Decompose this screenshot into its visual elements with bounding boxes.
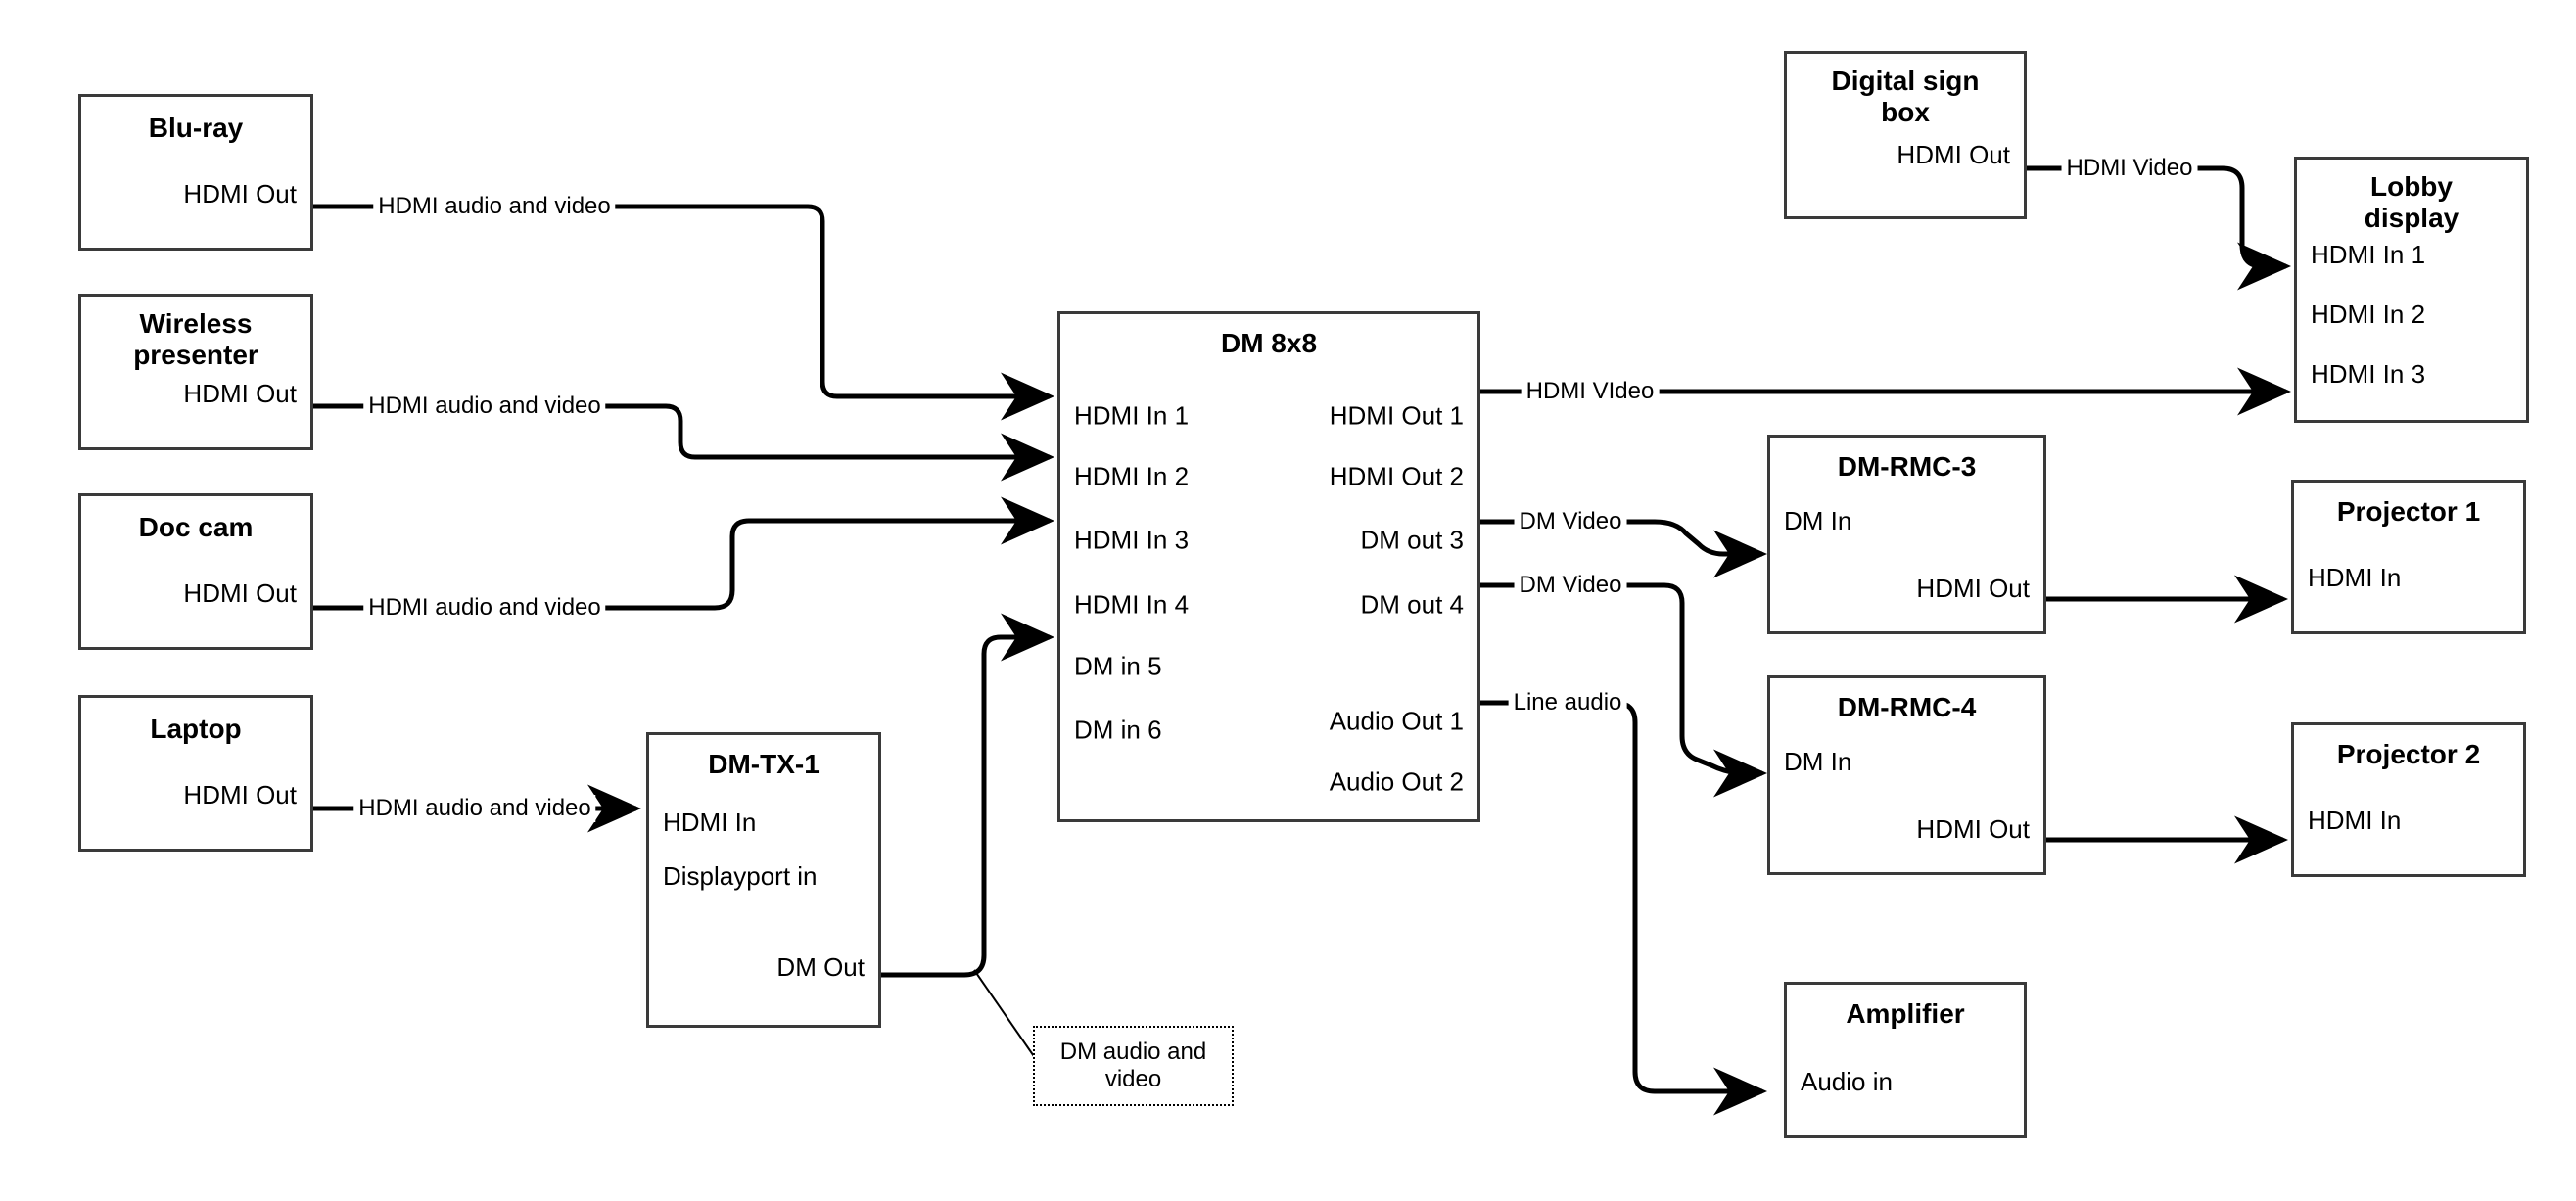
node-lobby-display-title-line2: display <box>2364 203 2459 233</box>
node-wireless-presenter-port-hdmi-out: HDMI Out <box>183 379 297 408</box>
node-dm-8x8-port-dm-in-6: DM in 6 <box>1074 715 1162 745</box>
node-dm-rmc-3-port-dm-in: DM In <box>1784 506 1852 535</box>
node-lobby-display-port-hdmi-in-2: HDMI In 2 <box>2311 300 2426 329</box>
node-dm-rmc-4-title: DM-RMC-4 <box>1837 692 1977 722</box>
node-projector-1-port-hdmi-in: HDMI In <box>2308 563 2402 592</box>
node-wireless-presenter-title-line2: presenter <box>133 340 258 370</box>
wire-doccam-to-dm8x8 <box>313 496 1054 611</box>
node-projector-2[interactable]: Projector 2 HDMI In <box>2291 722 2526 877</box>
node-lobby-display[interactable]: Lobby display HDMI In 1 HDMI In 2 HDMI I… <box>2294 157 2529 423</box>
wire-bluray-to-dm8x8 <box>313 204 1054 421</box>
node-laptop[interactable]: Laptop HDMI Out <box>78 695 313 852</box>
node-dm-tx-1[interactable]: DM-TX-1 HDMI In Displayport in DM Out <box>646 732 881 1028</box>
node-dm-rmc-3-title: DM-RMC-3 <box>1837 451 1977 482</box>
node-laptop-title: Laptop <box>150 714 242 744</box>
node-dm-tx-1-title: DM-TX-1 <box>708 749 820 779</box>
node-doc-cam-port-hdmi-out: HDMI Out <box>183 578 297 608</box>
node-dm-rmc-4-port-hdmi-out: HDMI Out <box>1916 814 2030 844</box>
callout-dm-audio-and-video-line2: video <box>1104 1066 1162 1092</box>
node-amplifier[interactable]: Amplifier Audio in <box>1784 982 2027 1138</box>
node-dm-rmc-4-port-dm-in: DM In <box>1784 747 1852 776</box>
callout-dm-audio-and-video: DM audio and video <box>1033 1026 1234 1106</box>
wire-dm8x8-audioout1-to-amplifier <box>1480 700 1767 1116</box>
node-dm-8x8-port-hdmi-out-1: HDMI Out 1 <box>1329 400 1464 431</box>
wire-dmtx1-to-dm8x8 <box>881 613 1054 978</box>
node-lobby-display-title-line1: Lobby <box>2370 171 2453 202</box>
wire-wireless-to-dm8x8 <box>313 403 1054 482</box>
node-dm-tx-1-port-dm-out: DM Out <box>776 952 865 982</box>
node-dm-rmc-3-port-hdmi-out: HDMI Out <box>1916 574 2030 603</box>
node-dm-8x8-port-dm-in-5: DM in 5 <box>1074 651 1162 681</box>
node-digital-sign-box-title-line2: box <box>1881 97 1930 127</box>
wire-label-dm8x8-audioout1-to-amplifier: Line audio <box>1508 689 1627 716</box>
wire-label-doccam-to-dm8x8: HDMI audio and video <box>363 594 606 622</box>
node-wireless-presenter-title-line1: Wireless <box>139 308 253 339</box>
wire-label-dm8x8-dmout4-to-dmrmc4: DM Video <box>1514 572 1627 599</box>
node-dm-tx-1-port-hdmi-in: HDMI In <box>663 808 757 837</box>
node-bluray-port-hdmi-out: HDMI Out <box>183 179 297 208</box>
node-projector-2-title: Projector 2 <box>2336 739 2481 769</box>
node-doc-cam-title: Doc cam <box>138 512 254 542</box>
node-dm-8x8-port-audio-out-2: Audio Out 2 <box>1329 766 1464 797</box>
node-dm-8x8-port-dm-out-3: DM out 3 <box>1360 525 1465 555</box>
node-dm-8x8-port-dm-out-4: DM out 4 <box>1360 589 1465 620</box>
node-lobby-display-port-hdmi-in-1: HDMI In 1 <box>2311 240 2426 269</box>
wire-label-digitalsign-to-lobby: HDMI Video <box>2061 155 2198 182</box>
node-projector-1-title: Projector 1 <box>2336 496 2481 527</box>
node-digital-sign-box-title-line1: Digital sign <box>1831 66 1980 96</box>
wire-label-dm8x8-dmout3-to-dmrmc3: DM Video <box>1514 508 1627 535</box>
callout-leader-line <box>973 969 1039 1063</box>
node-projector-1[interactable]: Projector 1 HDMI In <box>2291 480 2526 634</box>
node-wireless-presenter[interactable]: Wireless presenter HDMI Out <box>78 294 313 450</box>
node-dm-8x8-port-hdmi-in-1: HDMI In 1 <box>1074 400 1190 431</box>
node-dm-8x8-title: DM 8x8 <box>1220 328 1318 358</box>
node-bluray[interactable]: Blu-ray HDMI Out <box>78 94 313 251</box>
node-bluray-title: Blu-ray <box>148 113 244 143</box>
node-lobby-display-port-hdmi-in-3: HDMI In 3 <box>2311 359 2426 389</box>
node-dm-8x8-port-hdmi-in-2: HDMI In 2 <box>1074 461 1190 491</box>
node-dm-tx-1-port-displayport-in: Displayport in <box>663 861 818 891</box>
node-dm-8x8-port-hdmi-out-2: HDMI Out 2 <box>1329 461 1464 491</box>
node-dm-8x8[interactable]: DM 8x8 HDMI In 1 HDMI In 2 HDMI In 3 HDM… <box>1057 311 1480 822</box>
node-amplifier-port-audio-in: Audio in <box>1801 1067 1893 1096</box>
wire-digitalsign-to-lobby <box>1929 165 2291 291</box>
node-digital-sign-box[interactable]: Digital sign box HDMI Out <box>1784 51 2027 219</box>
node-dm-8x8-port-hdmi-in-4: HDMI In 4 <box>1074 589 1190 620</box>
node-dm-8x8-port-hdmi-in-3: HDMI In 3 <box>1074 525 1190 555</box>
node-dm-8x8-port-audio-out-1: Audio Out 1 <box>1329 706 1464 736</box>
wire-dm8x8-dmout3-to-dmrmc3 <box>1480 519 1767 578</box>
wire-label-bluray-to-dm8x8: HDMI audio and video <box>373 193 616 220</box>
node-dm-rmc-3[interactable]: DM-RMC-3 DM In HDMI Out <box>1767 435 2046 634</box>
node-dm-rmc-4[interactable]: DM-RMC-4 DM In HDMI Out <box>1767 675 2046 875</box>
wire-dm8x8-dmout4-to-dmrmc4 <box>1480 582 1767 798</box>
wire-label-laptop-to-dmtx1: HDMI audio and video <box>353 795 596 822</box>
node-projector-2-port-hdmi-in: HDMI In <box>2308 806 2402 835</box>
wire-label-wireless-to-dm8x8: HDMI audio and video <box>363 393 606 420</box>
wire-label-dm8x8-hdmiout1-to-lobby: HDMI VIdeo <box>1521 378 1660 405</box>
node-doc-cam[interactable]: Doc cam HDMI Out <box>78 493 313 650</box>
node-digital-sign-box-port-hdmi-out: HDMI Out <box>1897 140 2010 169</box>
callout-dm-audio-and-video-line1: DM audio and <box>1059 1039 1207 1065</box>
node-laptop-port-hdmi-out: HDMI Out <box>183 780 297 809</box>
node-amplifier-title: Amplifier <box>1846 998 1965 1029</box>
